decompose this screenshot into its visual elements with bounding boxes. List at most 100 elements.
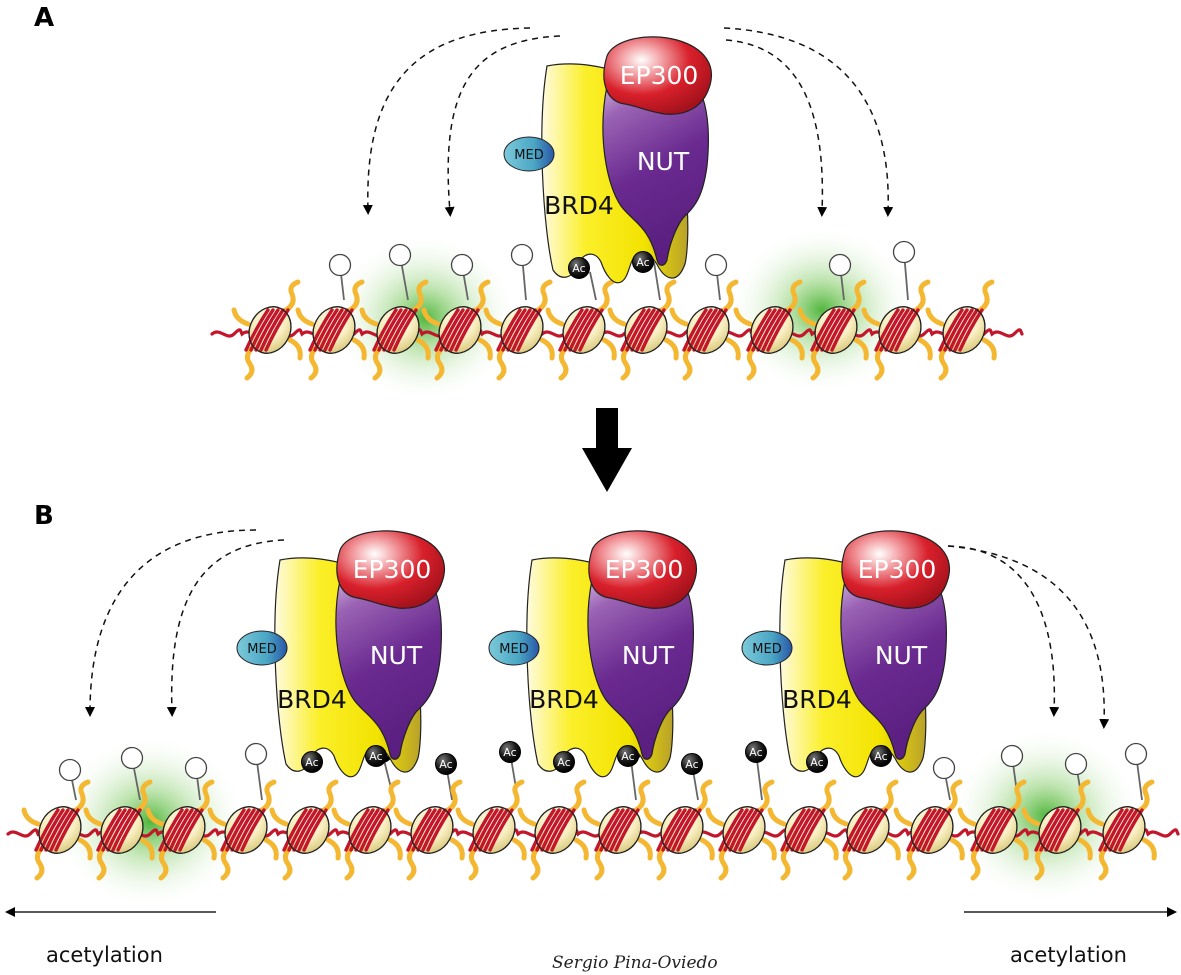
unmodified-histone-mark	[388, 243, 412, 301]
ac-label: Ac	[439, 758, 452, 771]
nucleosome	[705, 779, 777, 881]
panel-b-label: B	[34, 501, 54, 531]
bound-acetyl-mark: Ac	[301, 751, 323, 773]
nucleosome	[331, 779, 403, 881]
nucleosome	[1021, 779, 1093, 881]
unmodified-histone-mark	[932, 756, 956, 801]
acetyl-mark: Ac	[499, 741, 521, 801]
spreading-arrow-icon	[947, 545, 1110, 729]
nut-label: NUT	[370, 641, 423, 670]
bound-acetyl-mark: Ac	[617, 745, 639, 767]
spreading-arrow-icon	[725, 39, 828, 217]
unmodified-histone-mark	[1064, 752, 1088, 801]
nucleosome	[797, 279, 869, 381]
ac-label: Ac	[305, 756, 318, 769]
ac-label: Ac	[503, 746, 516, 759]
unmodified-histone-mark	[1124, 742, 1148, 801]
nut-label: NUT	[622, 641, 675, 670]
med-label: MED	[752, 642, 781, 657]
nucleosome	[607, 279, 679, 381]
brd4-label: BRD4	[277, 685, 347, 714]
ac-label: Ac	[557, 756, 570, 769]
nucleosome	[1085, 779, 1157, 881]
nucleosome	[957, 779, 1029, 881]
unmodified-histone-mark	[120, 746, 144, 801]
med-protein	[488, 630, 540, 666]
nucleosome	[359, 279, 431, 381]
acetyl-mark: Ac	[745, 741, 767, 801]
unmodified-histone-mark	[328, 253, 352, 301]
arrow-layer	[85, 27, 1110, 729]
nucleosome	[145, 779, 217, 881]
med-protein	[741, 630, 793, 666]
acetylation-left-label: acetylation	[46, 943, 163, 967]
nucleosome	[545, 279, 617, 381]
brd4-label: BRD4	[782, 685, 852, 714]
nucleosome	[269, 779, 341, 881]
nucleosome	[669, 279, 741, 381]
acetyl-mark: Ac	[681, 753, 703, 801]
ep300-label: EP300	[858, 555, 937, 584]
acetylation-right-label: acetylation	[1010, 943, 1127, 967]
nucleosome	[581, 779, 653, 881]
spreading-arrow-icon	[947, 545, 1060, 717]
med-label: MED	[499, 642, 528, 657]
bound-acetyl-mark: Ac	[365, 745, 387, 767]
nucleosome	[455, 779, 527, 881]
panel-a-label: A	[34, 3, 54, 33]
ep300-label: EP300	[620, 61, 699, 90]
bound-acetyl-mark: Ac	[553, 751, 575, 773]
unmodified-histone-mark	[510, 243, 534, 301]
nucleosome	[643, 779, 715, 881]
ep300-label: EP300	[605, 555, 684, 584]
unmodified-histone-mark	[450, 253, 474, 301]
nucleosome	[767, 779, 839, 881]
nucleosome	[517, 779, 589, 881]
transition-arrow-icon	[582, 408, 632, 492]
nucleosome	[207, 779, 279, 881]
nucleosome	[393, 779, 465, 881]
nucleosome	[231, 279, 303, 381]
brd4-label: BRD4	[544, 191, 614, 220]
med-label: MED	[247, 642, 276, 657]
ac-label: Ac	[874, 750, 887, 763]
nucleosome	[421, 279, 493, 381]
ac-label: Ac	[749, 746, 762, 759]
brd4-label: BRD4	[529, 685, 599, 714]
unmodified-histone-mark	[58, 758, 82, 801]
spreading-arrow-icon	[362, 27, 531, 215]
unmodified-histone-mark	[704, 253, 728, 301]
ep300-protein	[336, 530, 446, 609]
ac-label: Ac	[369, 750, 382, 763]
unmodified-histone-mark	[244, 742, 268, 801]
nut-label: NUT	[637, 147, 690, 176]
nucleosome-layer	[21, 279, 1157, 881]
nucleosome	[925, 279, 997, 381]
spreading-arrow-icon	[723, 27, 894, 217]
ac-label: Ac	[572, 262, 585, 275]
nucleosome	[83, 779, 155, 881]
ac-label: Ac	[636, 256, 649, 269]
ep300-protein	[603, 36, 713, 115]
ac-label: Ac	[810, 756, 823, 769]
nucleosome	[861, 279, 933, 381]
spreading-arrow-icon	[166, 539, 285, 717]
nut-label: NUT	[875, 641, 928, 670]
nucleosome	[733, 279, 805, 381]
ep300-protein	[588, 530, 698, 609]
nucleosome	[893, 779, 965, 881]
unmodified-histone-mark	[184, 756, 208, 801]
ep300-protein	[841, 530, 951, 609]
spreading-arrow-icon	[85, 529, 257, 717]
acetyl-mark: Ac	[435, 753, 457, 801]
unmodified-histone-mark	[892, 240, 916, 301]
ac-label: Ac	[685, 758, 698, 771]
bound-acetyl-mark: Ac	[632, 251, 654, 273]
